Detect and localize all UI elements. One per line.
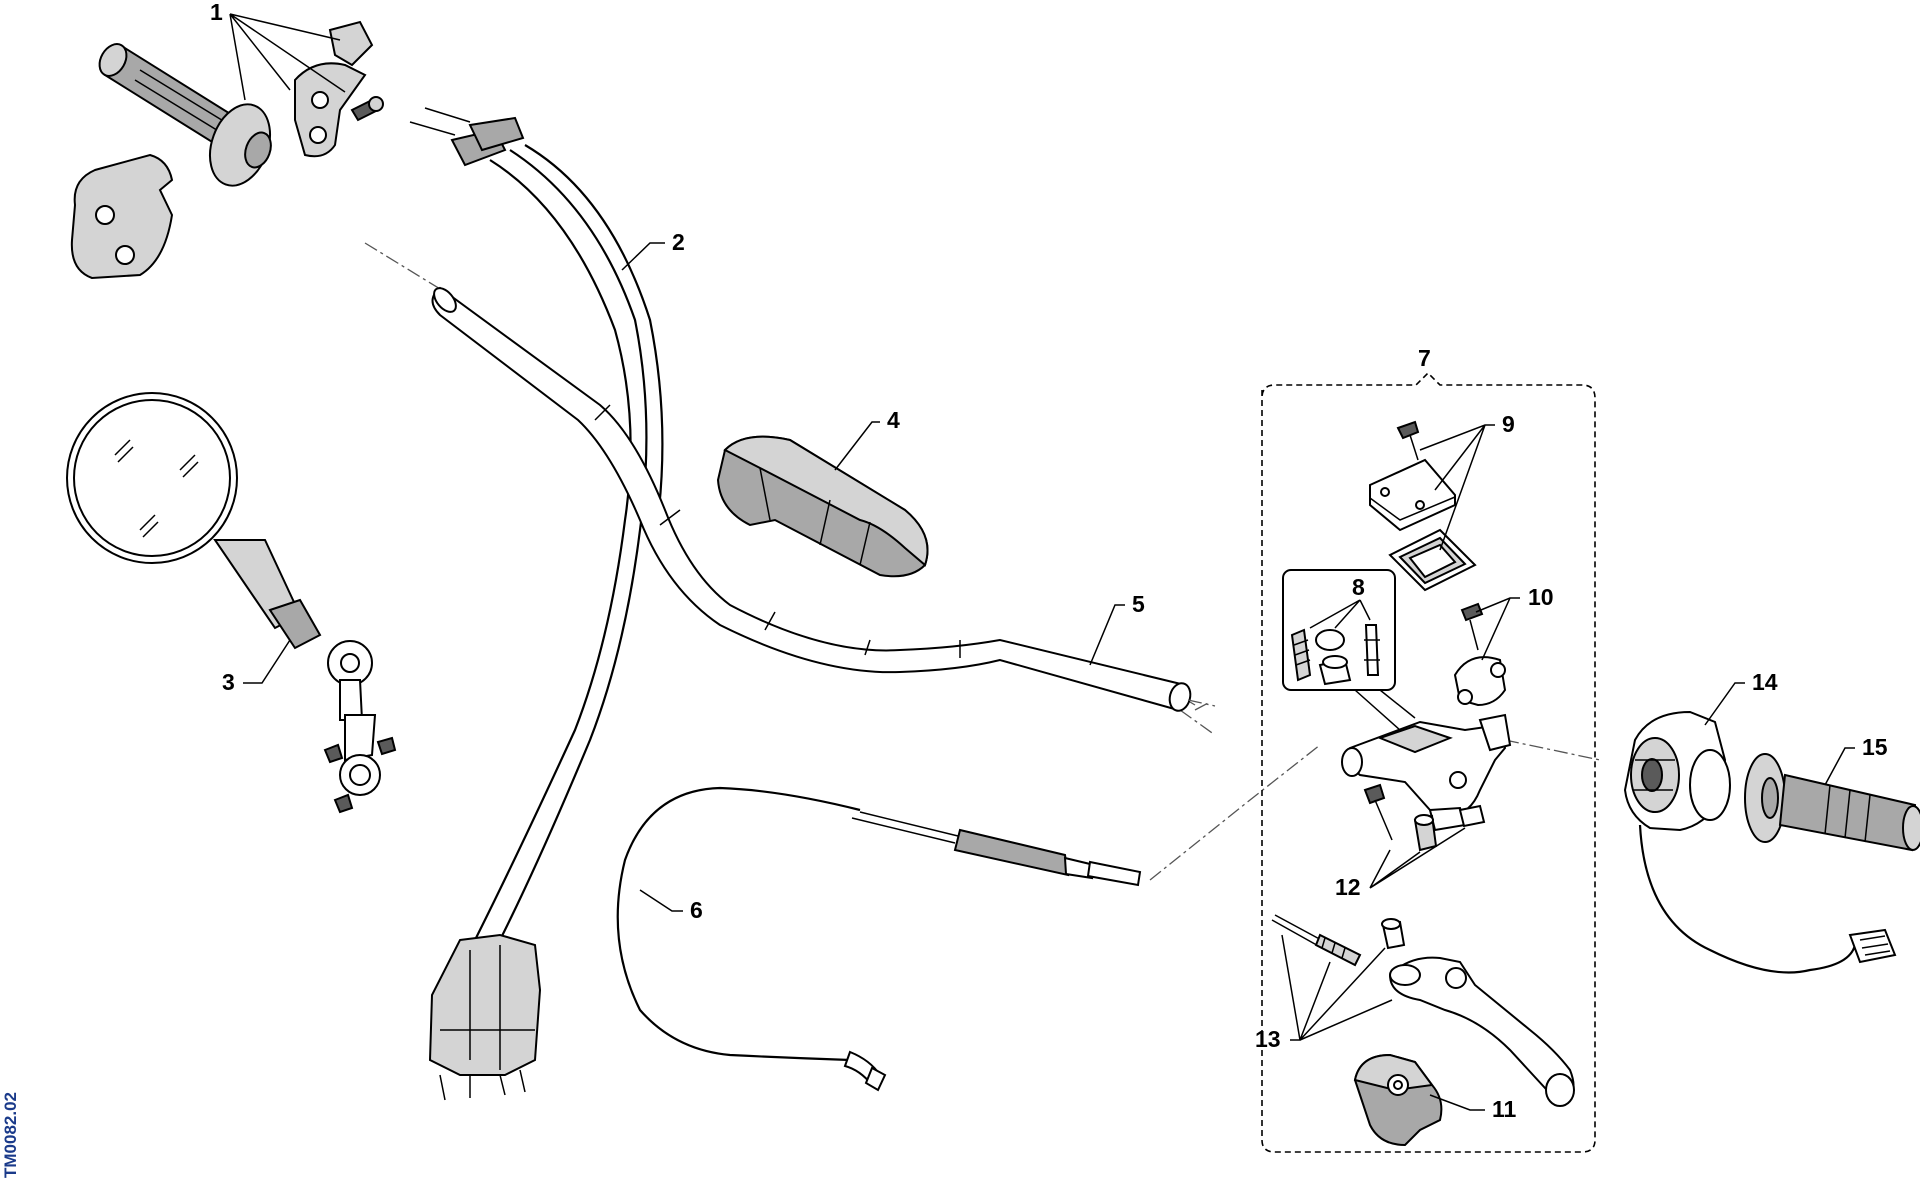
callout-12: 12 bbox=[1335, 827, 1466, 900]
callout-7: 7 bbox=[1418, 345, 1431, 371]
callout-2: 2 bbox=[621, 229, 685, 271]
drawing-code: TM0082.02 bbox=[1, 1092, 20, 1178]
callout-15-label: 15 bbox=[1862, 734, 1888, 760]
clutch-master-group bbox=[1261, 371, 1596, 1153]
left-grip[interactable] bbox=[1744, 753, 1920, 852]
callout-6: 6 bbox=[639, 889, 703, 923]
clutch-lever[interactable] bbox=[1271, 914, 1575, 1107]
callout-4-label: 4 bbox=[887, 407, 900, 433]
callout-5: 5 bbox=[1089, 591, 1145, 666]
callout-15: 15 bbox=[1824, 734, 1888, 786]
callout-6-label: 6 bbox=[690, 897, 703, 923]
handlebar-pad[interactable] bbox=[716, 435, 929, 578]
callout-8-label: 8 bbox=[1352, 574, 1365, 600]
callout-13-label: 13 bbox=[1255, 1026, 1281, 1052]
callout-4: 4 bbox=[834, 407, 900, 471]
reservoir-cap-set[interactable] bbox=[1369, 420, 1477, 592]
throttle-cables[interactable] bbox=[409, 107, 664, 1101]
callout-11: 11 bbox=[1429, 1094, 1517, 1122]
callout-8: 8 bbox=[1309, 574, 1416, 731]
callout-9: 9 bbox=[1419, 411, 1515, 551]
callout-5-label: 5 bbox=[1132, 591, 1145, 617]
callout-3: 3 bbox=[222, 639, 291, 695]
callout-14-label: 14 bbox=[1752, 669, 1778, 695]
mirror[interactable] bbox=[66, 392, 397, 814]
callout-13: 13 bbox=[1255, 934, 1393, 1052]
lever-boot[interactable] bbox=[1353, 1053, 1443, 1147]
handlebar-switch[interactable] bbox=[1623, 710, 1897, 974]
callout-10: 10 bbox=[1475, 584, 1554, 661]
clutch-cable[interactable] bbox=[616, 786, 1142, 1092]
master-cylinder-clamp[interactable] bbox=[1453, 602, 1507, 707]
callout-3-label: 3 bbox=[222, 669, 235, 695]
master-cylinder-body[interactable] bbox=[1341, 713, 1512, 832]
callout-1-label: 1 bbox=[210, 0, 223, 25]
callout-1: 1 bbox=[210, 0, 346, 101]
callout-10-label: 10 bbox=[1528, 584, 1554, 610]
callout-7-label: 7 bbox=[1418, 345, 1431, 371]
callout-11-label: 11 bbox=[1492, 1096, 1517, 1122]
center-lines bbox=[364, 242, 1601, 881]
callout-14: 14 bbox=[1704, 669, 1778, 726]
lever-pivot-hardware[interactable] bbox=[1363, 783, 1486, 852]
callout-9-label: 9 bbox=[1502, 411, 1515, 437]
callout-2-label: 2 bbox=[672, 229, 685, 255]
handlebar[interactable] bbox=[430, 284, 1216, 713]
piston-kit[interactable] bbox=[1282, 569, 1396, 691]
callout-12-label: 12 bbox=[1335, 874, 1361, 900]
throttle-grip-assembly[interactable] bbox=[70, 20, 384, 280]
